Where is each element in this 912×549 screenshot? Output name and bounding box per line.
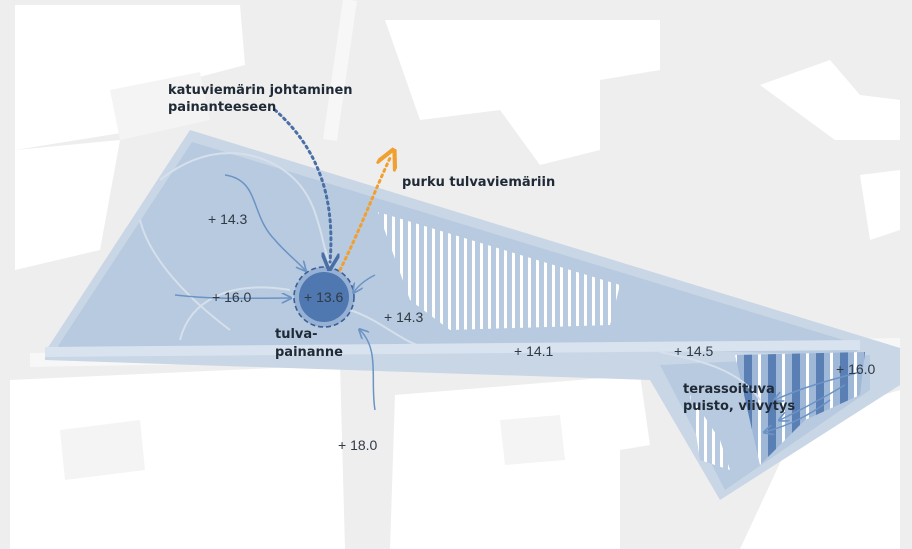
flow-arrow-w <box>174 295 290 298</box>
flow-arrow-nw <box>224 174 305 270</box>
elevation-east-of-basin: + 14.3 <box>384 309 424 325</box>
flood-basin-label-2: painanne <box>275 345 343 360</box>
buildings <box>10 5 900 549</box>
elevation-east-corner: + 16.0 <box>836 361 876 377</box>
terraced-label-2: puisto, viivytys <box>683 399 795 414</box>
elevation-nw-park: + 14.3 <box>208 211 248 227</box>
elevation-south-street: + 18.0 <box>338 437 378 453</box>
flow-arrow-terrace-3 <box>765 399 831 432</box>
discharge-arrow <box>338 158 390 272</box>
flow-arrows <box>174 174 861 432</box>
flood-basin-label-1: tulva- <box>275 327 318 342</box>
terraced-label-1: terassoituva <box>683 382 775 397</box>
striped-meadow <box>378 212 620 330</box>
street-drain-label-2: painanteeseen <box>168 100 276 115</box>
elevation-basin-center: + 13.6 <box>304 289 344 305</box>
elevation-east-park: + 14.5 <box>674 343 714 359</box>
street-drain-label-1: katuviemärin johtaminen <box>168 83 353 98</box>
striped-meadow-east <box>690 395 730 470</box>
flow-arrow-terrace-2 <box>780 384 846 420</box>
flow-arrow-e <box>354 274 376 292</box>
elevation-park-path: + 14.1 <box>514 343 554 359</box>
flood-basin <box>293 266 355 328</box>
park-paths <box>139 152 761 401</box>
flow-arrow-s <box>360 330 376 411</box>
discharge-label: purku tulvaviemäriin <box>402 175 555 190</box>
street-drain-arrow <box>273 108 331 262</box>
main-walkway <box>44 340 861 357</box>
elevation-w-park: + 16.0 <box>212 289 252 305</box>
flow-arrow-terrace-1 <box>775 371 861 400</box>
